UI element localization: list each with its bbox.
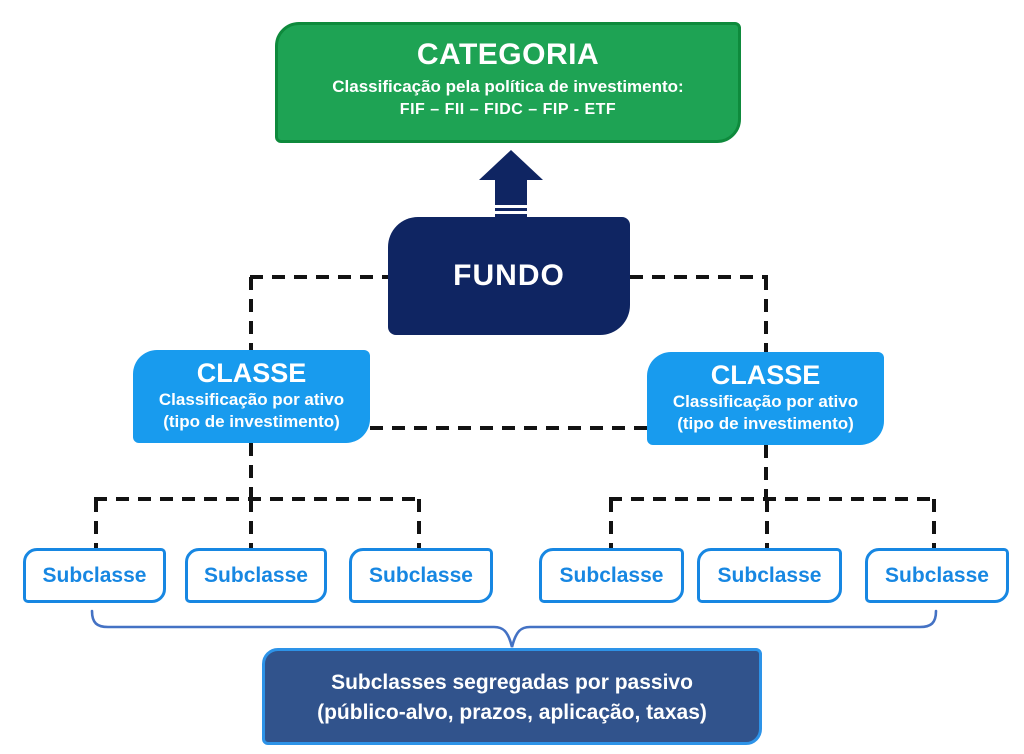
connector-classe-right-drop bbox=[764, 277, 768, 352]
categoria-subtitle: Classificação pela política de investime… bbox=[332, 77, 684, 96]
classe-right-line2: (tipo de investimento) bbox=[677, 414, 854, 433]
connector-left-stub-3 bbox=[417, 499, 421, 548]
connector-right-stub-1 bbox=[609, 499, 613, 548]
up-arrow-icon bbox=[479, 150, 543, 217]
categoria-items: FIF – FII – FIDC – FIP - ETF bbox=[399, 101, 617, 118]
bottom-note-line1: Subclasses segregadas por passivo bbox=[331, 671, 693, 694]
categoria-node: CATEGORIA Classificação pela política de… bbox=[275, 22, 741, 143]
connector-right-classe-stem bbox=[764, 445, 768, 499]
classe-left-title: CLASSE bbox=[196, 358, 307, 388]
classe-right-title: CLASSE bbox=[710, 360, 821, 390]
classe-left-line2: (tipo de investimento) bbox=[163, 412, 340, 431]
connector-right-stub-3 bbox=[932, 499, 936, 548]
connector-fundo-right bbox=[630, 275, 768, 279]
connector-right-stub-2 bbox=[765, 499, 769, 548]
bottom-note-node: Subclasses segregadas por passivo (públi… bbox=[262, 648, 762, 745]
connector-classe-left-drop bbox=[249, 277, 253, 350]
subclasse-node-6: Subclasse bbox=[865, 548, 1009, 603]
bottom-note-line2: (público-alvo, prazos, aplicação, taxas) bbox=[317, 701, 707, 724]
connector-right-group-rail bbox=[609, 497, 936, 501]
connector-left-stub-1 bbox=[94, 499, 98, 548]
categoria-title: CATEGORIA bbox=[416, 38, 600, 71]
brace-icon bbox=[90, 609, 938, 648]
connector-fundo-left bbox=[250, 275, 388, 279]
classe-left-node: CLASSE Classificação por ativo (tipo de … bbox=[133, 350, 370, 443]
subclasse-node-2: Subclasse bbox=[185, 548, 327, 603]
connector-classe-mid bbox=[370, 426, 647, 430]
subclasse-node-5: Subclasse bbox=[697, 548, 842, 603]
classe-right-line1: Classificação por ativo bbox=[672, 392, 859, 411]
classe-right-node: CLASSE Classificação por ativo (tipo de … bbox=[647, 352, 884, 445]
fundo-title: FUNDO bbox=[453, 259, 565, 292]
connector-left-stub-2 bbox=[249, 499, 253, 548]
connector-left-classe-stem bbox=[249, 443, 253, 499]
fundo-node: FUNDO bbox=[388, 217, 630, 335]
subclasse-node-4: Subclasse bbox=[539, 548, 684, 603]
classe-left-line1: Classificação por ativo bbox=[158, 390, 345, 409]
subclasse-node-1: Subclasse bbox=[23, 548, 166, 603]
subclasse-node-3: Subclasse bbox=[349, 548, 493, 603]
connector-left-group-rail bbox=[94, 497, 421, 501]
